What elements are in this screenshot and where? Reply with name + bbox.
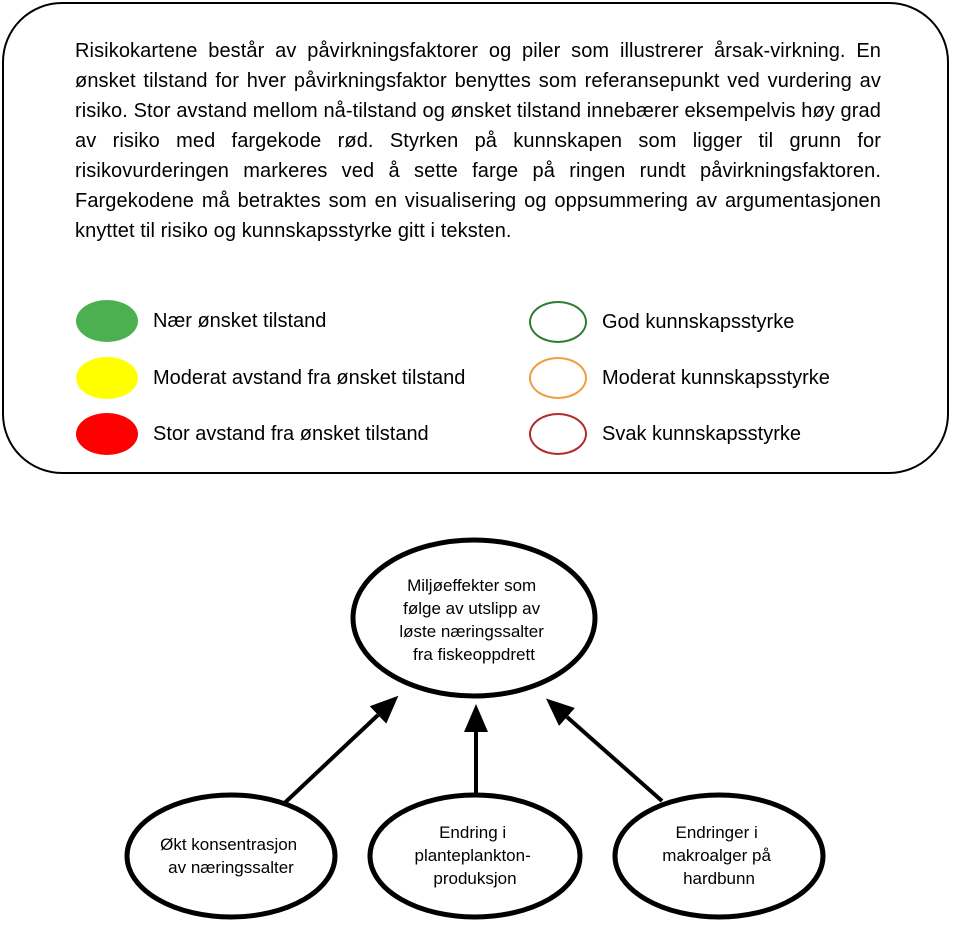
- node-nutrient-concentration: [124, 792, 338, 920]
- legend-label-moderate-knowledge: Moderat kunnskapsstyrke: [602, 366, 830, 389]
- description-text: Risikokartene består av påvirkningsfakto…: [75, 40, 881, 242]
- arrow-left: [273, 695, 399, 814]
- legend-item-moderate-knowledge: Moderat kunnskapsstyrke: [529, 356, 830, 400]
- green-fill-icon: [76, 300, 138, 342]
- node-macroalgae: [612, 792, 826, 920]
- legend-label-good-knowledge: God kunnskapsstyrke: [602, 310, 795, 333]
- legend-item-near-desired: Nær ønsket tilstand: [76, 299, 326, 343]
- legend-label-moderate-distance: Moderat avstand fra ønsket tilstand: [153, 366, 466, 389]
- node-target-label: Miljøeffekter som følge av utslipp av lø…: [399, 576, 548, 664]
- legend-label-large-distance: Stor avstand fra ønsket tilstand: [153, 422, 429, 445]
- node-target: [350, 537, 598, 699]
- legend-label-weak-knowledge: Svak kunnskapsstyrke: [602, 422, 801, 445]
- node-macroalgae-label: Endringer i makroalger på hardbunn: [662, 823, 775, 888]
- yellow-fill-icon: [76, 357, 138, 399]
- node-nutrient-concentration-label: Økt konsentrasjon av næringssalter: [160, 835, 302, 877]
- orange-ring-icon: [529, 357, 587, 399]
- legend-box: [2, 2, 949, 474]
- legend-item-large-distance: Stor avstand fra ønsket tilstand: [76, 412, 429, 456]
- node-phytoplankton: [367, 792, 583, 920]
- legend-item-good-knowledge: God kunnskapsstyrke: [529, 300, 794, 344]
- green-ring-icon: [529, 301, 587, 343]
- arrow-right: [546, 698, 664, 803]
- red-ring-icon: [529, 413, 587, 455]
- legend-item-weak-knowledge: Svak kunnskapsstyrke: [529, 412, 801, 456]
- node-phytoplankton-label: Endring i planteplankton- produksjon: [415, 823, 536, 888]
- legend-item-moderate-distance: Moderat avstand fra ønsket tilstand: [76, 356, 465, 400]
- legend-label-near-desired: Nær ønsket tilstand: [153, 309, 327, 332]
- red-fill-icon: [76, 413, 138, 455]
